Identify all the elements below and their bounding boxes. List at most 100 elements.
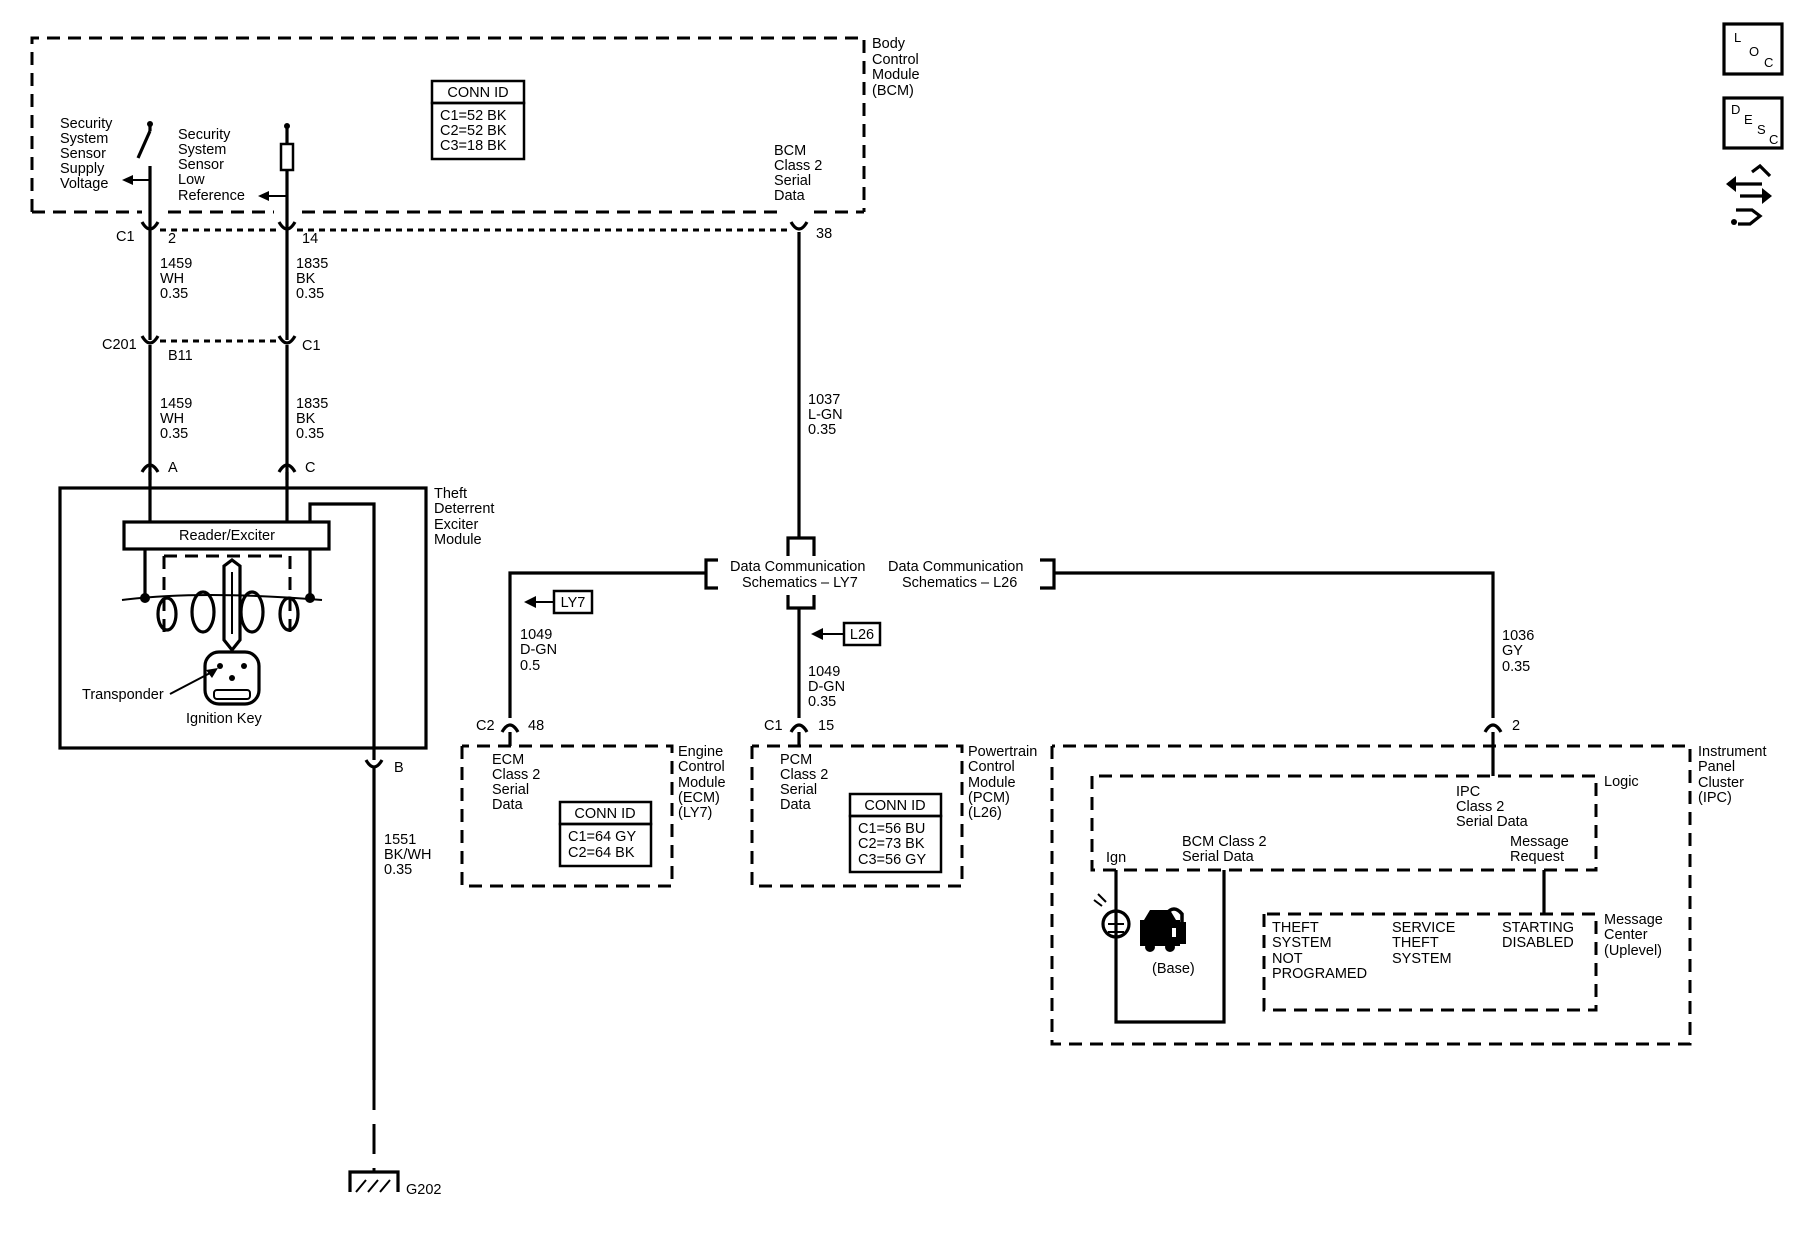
svg-text:Supply: Supply xyxy=(60,161,105,177)
ignition-key-icon xyxy=(203,558,261,706)
svg-text:System: System xyxy=(178,142,226,158)
svg-text:15: 15 xyxy=(818,718,834,734)
bcm-conn-id-table: CONN ID C1=52 BK C2=52 BK C3=18 BK xyxy=(430,79,526,161)
svg-text:(PCM): (PCM) xyxy=(968,790,1010,806)
svg-text:Deterrent: Deterrent xyxy=(434,501,494,517)
svg-text:Panel: Panel xyxy=(1698,759,1735,775)
location-icon: L O C xyxy=(1722,22,1784,76)
svg-text:DISABLED: DISABLED xyxy=(1502,935,1574,951)
splice-bracket xyxy=(786,536,816,610)
svg-text:CONN ID: CONN ID xyxy=(574,806,635,822)
svg-text:1049: 1049 xyxy=(520,627,552,643)
theft-deterrent-module: A C Theft Deterrent Exciter Module Reade… xyxy=(58,460,494,776)
svg-text:Module: Module xyxy=(434,532,482,548)
svg-text:BK: BK xyxy=(296,411,316,427)
svg-text:BCM: BCM xyxy=(774,143,806,159)
svg-text:Message: Message xyxy=(1510,834,1569,850)
svg-text:SERVICE: SERVICE xyxy=(1392,920,1456,936)
svg-text:THEFT: THEFT xyxy=(1392,935,1439,951)
connector-end-view-icon xyxy=(1726,163,1772,226)
svg-text:CONN ID: CONN ID xyxy=(864,798,925,814)
ignition-key-label: Ignition Key xyxy=(186,711,263,727)
svg-text:Sensor: Sensor xyxy=(60,146,106,162)
msg-service-theft-system: SERVICE THEFT SYSTEM xyxy=(1392,920,1456,967)
svg-text:(LY7): (LY7) xyxy=(678,805,712,821)
c201-connector: C201 B11 C1 xyxy=(102,335,321,364)
antenna-coil-icon xyxy=(121,549,323,638)
svg-text:Request: Request xyxy=(1510,849,1564,865)
svg-text:Serial Data: Serial Data xyxy=(1182,849,1255,865)
svg-text:C1=52 BK: C1=52 BK xyxy=(440,108,507,124)
message-center-block: Message Center (Uplevel) THEFT SYSTEM NO… xyxy=(1262,912,1663,1012)
svg-text:SYSTEM: SYSTEM xyxy=(1392,951,1452,967)
svg-text:0.35: 0.35 xyxy=(808,422,836,438)
svg-text:ECM: ECM xyxy=(492,752,524,768)
svg-text:LY7: LY7 xyxy=(561,595,586,611)
svg-text:38: 38 xyxy=(816,226,832,242)
svg-text:Reader/Exciter: Reader/Exciter xyxy=(179,528,275,544)
svg-text:Class 2: Class 2 xyxy=(1456,799,1504,815)
pcm-serial-label: PCM Class 2 Serial Data xyxy=(780,752,828,813)
bcm-name-label: Body Control Module (BCM) xyxy=(872,36,920,99)
svg-text:Module: Module xyxy=(872,67,920,83)
pcm-module: C1 15 PCM Class 2 Serial Data Powertrain… xyxy=(750,718,1037,888)
svg-text:Class 2: Class 2 xyxy=(492,767,540,783)
bcm-supply-label: Security System Sensor Supply Voltage xyxy=(60,116,113,192)
svg-text:Data: Data xyxy=(774,188,806,204)
wire-1049-pcm-label: 1049 D-GN 0.35 xyxy=(808,664,845,710)
wire-1835-top-label: 1835 BK 0.35 xyxy=(296,256,328,302)
svg-text:A: A xyxy=(168,460,178,476)
svg-text:NOT: NOT xyxy=(1272,951,1303,967)
svg-text:PROGRAMED: PROGRAMED xyxy=(1272,966,1367,982)
svg-text:Schematics – L26: Schematics – L26 xyxy=(902,575,1017,591)
svg-text:Instrument: Instrument xyxy=(1698,744,1767,760)
svg-text:Theft: Theft xyxy=(434,486,467,502)
pcm-name-label: Powertrain Control Module (PCM) (L26) xyxy=(968,744,1037,821)
svg-text:0.35: 0.35 xyxy=(296,286,324,302)
ecm-name-label: Engine Control Module (ECM) (LY7) xyxy=(678,744,726,821)
svg-text:Module: Module xyxy=(678,775,726,791)
wire-1049-ecm xyxy=(508,571,706,718)
svg-text:Security: Security xyxy=(178,127,231,143)
svg-text:BCM Class 2: BCM Class 2 xyxy=(1182,834,1267,850)
datacomm-ly7-ref: Data Communication Schematics – LY7 xyxy=(704,558,865,591)
ground-label: G202 xyxy=(406,1182,441,1198)
svg-text:Ign: Ign xyxy=(1106,850,1126,866)
ecm-module: C2 48 ECM Class 2 Serial Data Engine Con… xyxy=(460,718,726,888)
ground-g202: G202 xyxy=(348,1170,441,1198)
svg-text:1459: 1459 xyxy=(160,256,192,272)
svg-text:O: O xyxy=(1749,44,1759,59)
svg-text:D: D xyxy=(1731,102,1740,117)
svg-text:C3=18 BK: C3=18 BK xyxy=(440,138,507,154)
svg-text:Sensor: Sensor xyxy=(178,157,224,173)
bcm-lowref-label: Security System Sensor Low Reference xyxy=(178,127,245,204)
wire-1036 xyxy=(1054,571,1495,718)
svg-text:Data: Data xyxy=(780,797,812,813)
svg-text:Data Communication: Data Communication xyxy=(888,559,1023,575)
svg-text:Data Communication: Data Communication xyxy=(730,559,865,575)
svg-text:0.5: 0.5 xyxy=(520,658,540,674)
svg-text:WH: WH xyxy=(160,411,184,427)
svg-text:0.35: 0.35 xyxy=(384,862,412,878)
svg-text:C1=56 BU: C1=56 BU xyxy=(858,821,925,837)
wire-1459-bottom-label: 1459 WH 0.35 xyxy=(160,396,192,442)
svg-text:GY: GY xyxy=(1502,643,1523,659)
svg-text:0.35: 0.35 xyxy=(808,694,836,710)
datacomm-l26-ref: Data Communication Schematics – L26 xyxy=(888,558,1056,591)
svg-text:Serial: Serial xyxy=(780,782,817,798)
svg-text:Message: Message xyxy=(1604,912,1663,928)
svg-text:C2=73 BK: C2=73 BK xyxy=(858,836,925,852)
svg-text:1459: 1459 xyxy=(160,396,192,412)
svg-text:Control: Control xyxy=(872,52,919,68)
svg-text:C201: C201 xyxy=(102,337,137,353)
description-icon: D E S C xyxy=(1722,96,1784,150)
svg-text:C1: C1 xyxy=(764,718,783,734)
svg-text:2: 2 xyxy=(168,231,176,247)
svg-text:Voltage: Voltage xyxy=(60,176,108,192)
svg-text:C1=64 GY: C1=64 GY xyxy=(568,829,636,845)
bcm-module: Body Control Module (BCM) CONN ID C1=52 … xyxy=(30,36,920,214)
svg-text:S: S xyxy=(1757,122,1766,137)
wire-1037-label: 1037 L-GN 0.35 xyxy=(808,392,843,438)
svg-text:1036: 1036 xyxy=(1502,628,1534,644)
reader-exciter-block: Reader/Exciter xyxy=(122,520,331,551)
